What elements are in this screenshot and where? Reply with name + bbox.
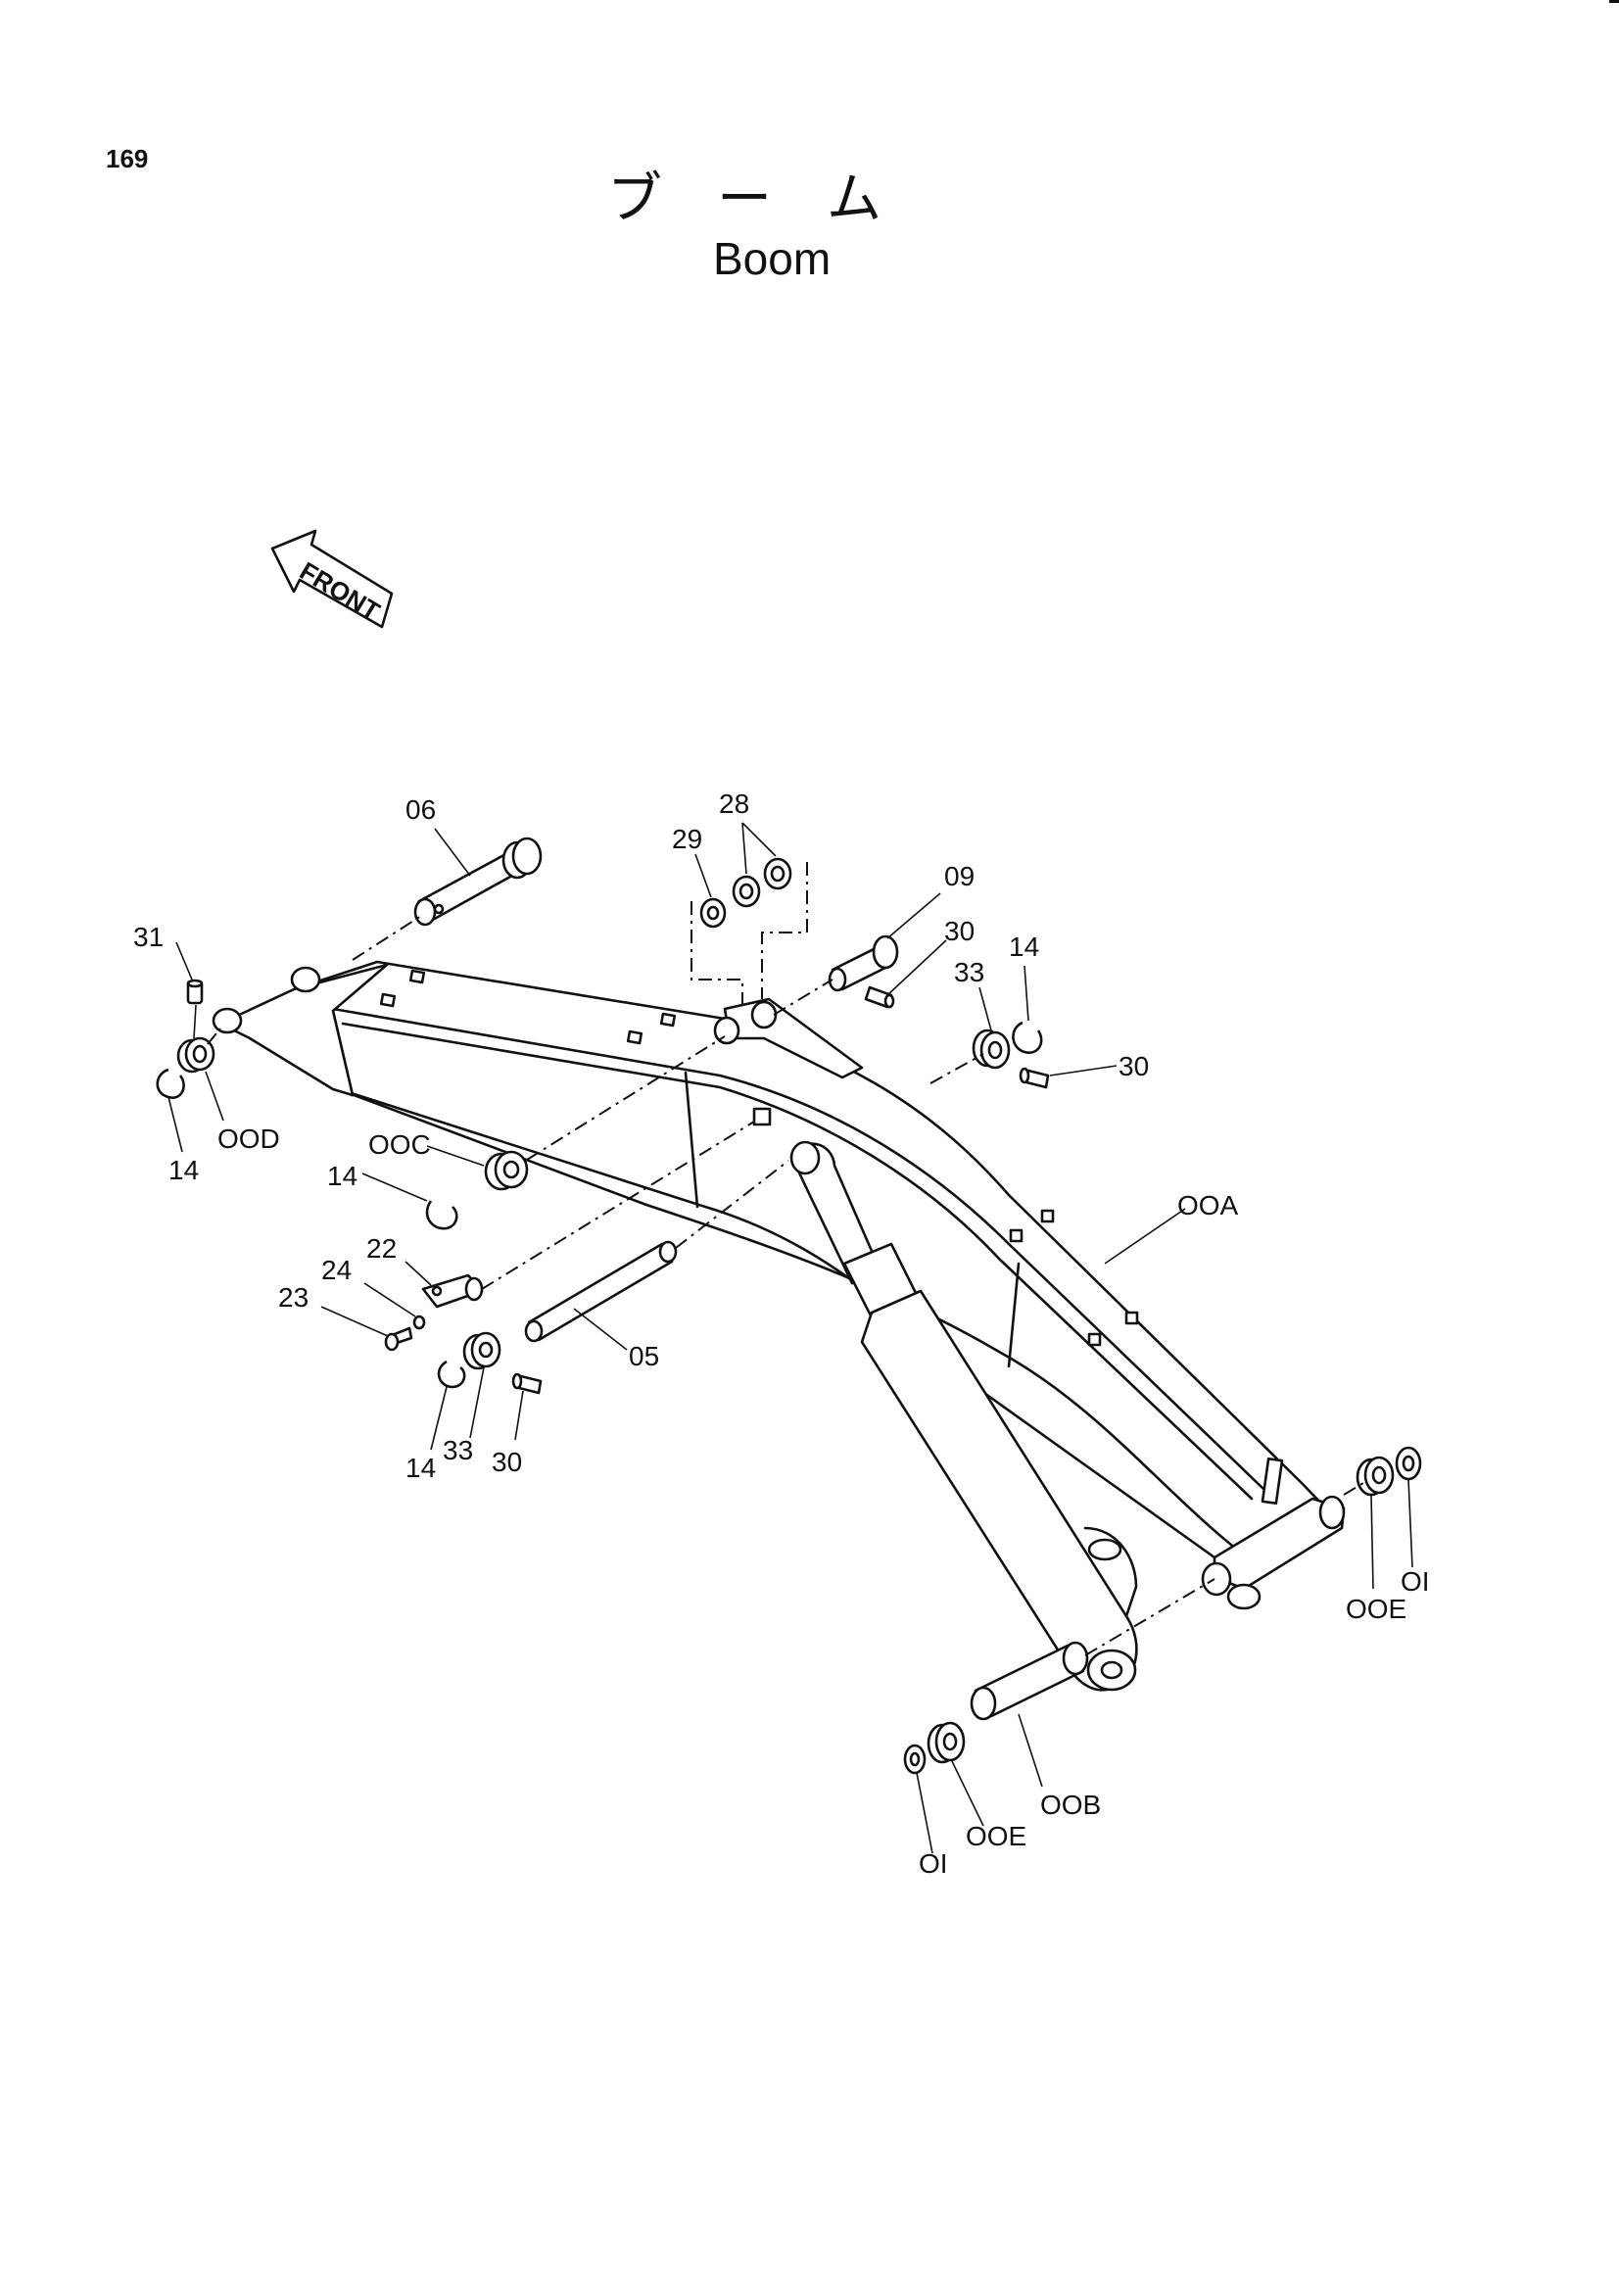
boom-cylinder <box>789 1140 1138 1692</box>
boom-body <box>212 960 1346 1610</box>
label-09: 09 <box>944 861 975 891</box>
label-33-bottom: 33 <box>443 1435 473 1465</box>
label-14-bottom: 14 <box>405 1453 436 1483</box>
pin-06 <box>352 837 543 961</box>
label-24: 24 <box>321 1255 352 1285</box>
leader-lines <box>167 822 1413 1854</box>
title-japanese: ブ ー ム <box>607 167 881 231</box>
pin-05 <box>524 1160 789 1343</box>
washers-28-29 <box>690 857 808 1004</box>
bushing-00C <box>425 1035 726 1230</box>
label-06: 06 <box>405 794 436 825</box>
label-00B: OOB <box>1040 1790 1101 1820</box>
bushing-33-right <box>929 1021 1050 1089</box>
label-23: 23 <box>278 1282 309 1313</box>
parts-left <box>156 979 221 1099</box>
front-arrow-icon: FRONT <box>270 529 394 629</box>
parts-lower-left <box>437 1331 543 1395</box>
callout-labels: 06 28 29 09 30 14 33 30 31 OOD 14 OOC 14… <box>133 789 1430 1879</box>
parts-bottom <box>903 1578 1215 1775</box>
label-14-mid: 14 <box>327 1161 357 1191</box>
label-05: 05 <box>629 1341 659 1371</box>
label-30-bottom: 30 <box>492 1447 522 1477</box>
edge-mark <box>1609 0 1619 3</box>
label-00E-right: OOE <box>1346 1594 1406 1624</box>
label-00C: OOC <box>368 1129 431 1160</box>
label-01-right: OI <box>1401 1566 1430 1597</box>
title-english: Boom <box>713 233 831 284</box>
label-30-top: 30 <box>944 916 975 946</box>
label-22: 22 <box>366 1233 397 1264</box>
label-00D: OOD <box>217 1124 280 1154</box>
label-31: 31 <box>133 922 164 952</box>
label-30-right: 30 <box>1119 1051 1149 1081</box>
label-01-bottom: OI <box>919 1848 948 1879</box>
label-14-top: 14 <box>1009 932 1039 962</box>
parts-lower-right <box>1343 1446 1422 1497</box>
pin-09 <box>773 934 899 1016</box>
lock-plate-22 <box>384 1121 755 1352</box>
label-00E-bottom: OOE <box>966 1821 1026 1851</box>
label-00A: OOA <box>1177 1190 1239 1220</box>
label-29: 29 <box>672 824 702 854</box>
label-28: 28 <box>719 789 749 819</box>
label-33-top: 33 <box>954 957 984 987</box>
label-14-left: 14 <box>168 1155 199 1185</box>
page-number: 169 <box>106 144 148 173</box>
